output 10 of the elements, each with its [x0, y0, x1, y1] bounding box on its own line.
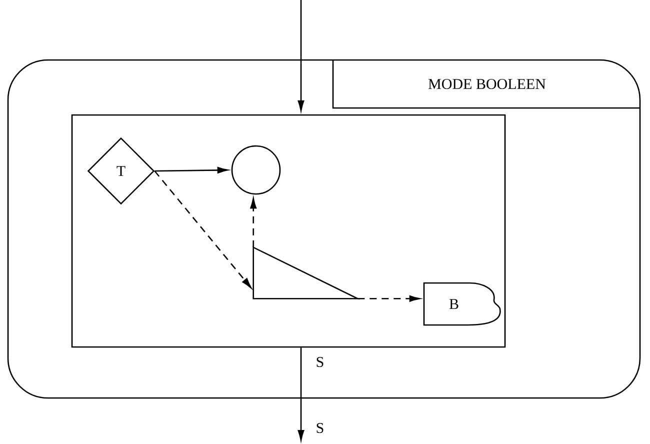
frame-box [71, 114, 506, 348]
arrow [250, 198, 257, 248]
arrow [154, 170, 252, 288]
edge-label: S [314, 356, 326, 368]
arrow [298, 0, 304, 112]
circle-symbol [231, 145, 281, 195]
arrow [154, 166, 228, 174]
arrow [298, 398, 304, 441]
arrow [358, 295, 420, 302]
edge-label: S [314, 422, 326, 434]
